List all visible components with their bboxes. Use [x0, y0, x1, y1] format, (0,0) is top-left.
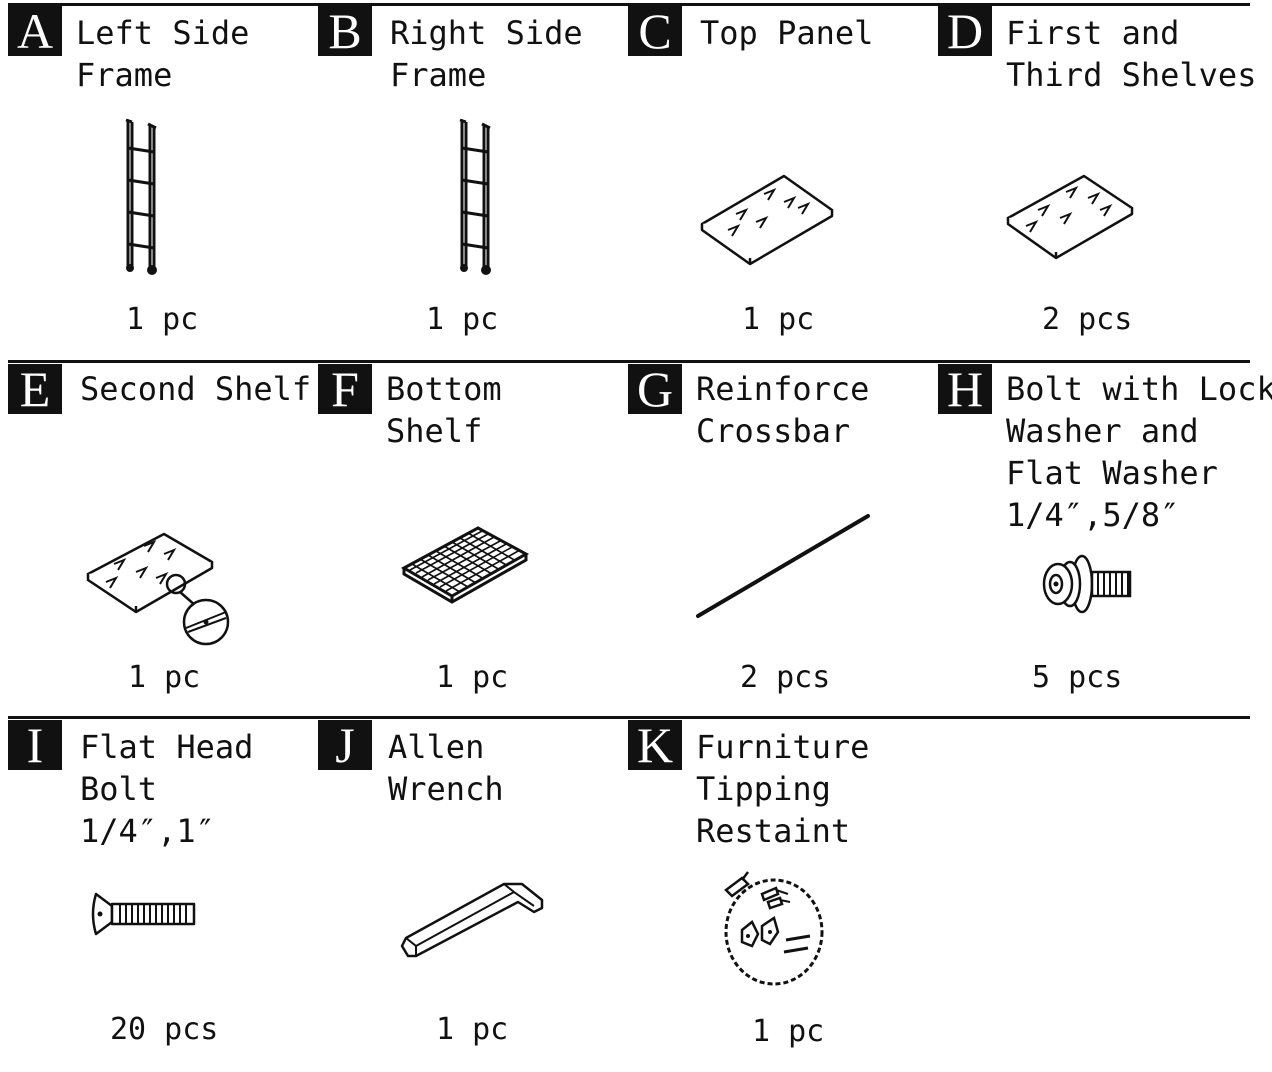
part-letter-badge: C: [628, 6, 682, 56]
part-name: Flat Head Bolt 1/4″,1″: [80, 728, 254, 850]
part-cell-f: F Bottom Shelf 1 pc: [318, 364, 618, 712]
ladder-frame-icon: [454, 118, 491, 275]
part-cell-g: G Reinforce Crossbar 2 pcs: [628, 364, 928, 712]
grid-shelf-icon: [400, 524, 530, 606]
part-cell-c: C Top Panel 1 pc: [628, 6, 928, 356]
part-quantity: 5 pcs: [1032, 660, 1123, 695]
part-quantity: 1 pc: [128, 660, 201, 695]
part-name: Second Shelf: [80, 370, 312, 408]
part-letter-badge: K: [628, 720, 682, 770]
flat-head-bolt-icon: [92, 890, 198, 938]
shelf-icon: [1004, 172, 1134, 260]
part-cell-h: H Bolt with Lock Washer and Flat Washer …: [938, 364, 1272, 712]
part-letter-badge: J: [318, 720, 372, 770]
part-letter-badge: E: [8, 364, 62, 414]
part-cell-i: I Flat Head Bolt 1/4″,1″ 20 pcs: [8, 720, 308, 1070]
part-name: Bolt with Lock Washer and Flat Washer 1/…: [1006, 370, 1272, 534]
part-letter-badge: D: [938, 6, 992, 56]
part-letter-badge: F: [318, 364, 372, 414]
part-cell-b: B Right Side Frame 1 pc: [318, 6, 618, 356]
panel-icon: [698, 172, 834, 264]
part-quantity: 2 pcs: [740, 660, 831, 695]
part-name: Bottom Shelf: [386, 370, 502, 450]
part-quantity: 1 pc: [436, 660, 509, 695]
part-name: Reinforce Crossbar: [696, 370, 870, 450]
part-name: Allen Wrench: [388, 728, 504, 808]
part-cell-d: D First and Third Shelves 2 pcs: [938, 6, 1258, 356]
part-cell-e: E Second Shelf 1 pc: [8, 364, 312, 712]
part-quantity: 2 pcs: [1042, 302, 1133, 337]
part-quantity: 1 pc: [742, 302, 815, 337]
part-letter-badge: B: [318, 6, 372, 56]
part-letter-badge: A: [8, 6, 62, 56]
part-name: Furniture Tipping Restaint: [696, 728, 870, 850]
crossbar-icon: [694, 512, 872, 620]
part-cell-a: A Left Side Frame 1 pc: [8, 6, 308, 356]
bolt-washer-icon: [1042, 554, 1134, 616]
ladder-frame-icon: [120, 118, 157, 275]
part-cell-k: K Furniture Tipping Restaint 1 pc: [628, 720, 928, 1070]
part-quantity: 1 pc: [752, 1014, 825, 1049]
part-name: Right Side Frame: [390, 14, 583, 94]
part-name: Top Panel: [700, 14, 874, 52]
part-letter-badge: I: [8, 720, 62, 770]
part-quantity: 1 pc: [126, 302, 199, 337]
part-quantity: 20 pcs: [110, 1012, 219, 1047]
allen-wrench-icon: [400, 882, 546, 962]
part-name: Left Side Frame: [76, 14, 250, 94]
part-quantity: 1 pc: [436, 1012, 509, 1047]
part-name: First and Third Shelves: [1006, 14, 1257, 94]
part-quantity: 1 pc: [426, 302, 499, 337]
shelf-detail-icon: [84, 532, 234, 648]
part-letter-badge: H: [938, 364, 992, 414]
tipping-restraint-kit-icon: [718, 860, 828, 986]
part-cell-j: J Allen Wrench 1 pc: [318, 720, 618, 1070]
row-divider: [8, 3, 1250, 6]
row-divider: [8, 716, 1250, 719]
part-letter-badge: G: [628, 364, 682, 414]
row-divider: [8, 360, 1250, 363]
